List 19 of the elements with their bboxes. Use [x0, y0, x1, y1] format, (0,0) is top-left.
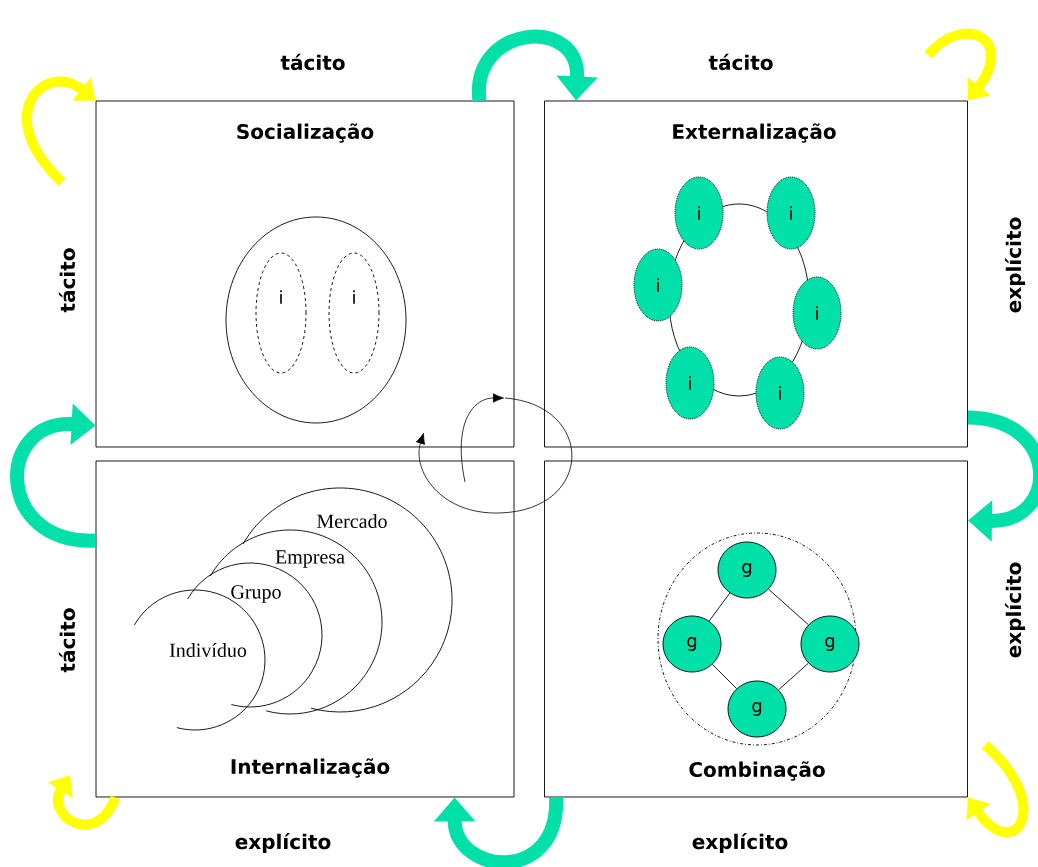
arc-label: Mercado: [317, 513, 387, 528]
connector-line: [768, 588, 809, 626]
axis-label: explícito: [1004, 217, 1026, 313]
arc-label: Grupo: [231, 585, 281, 603]
axis-label: explícito: [692, 832, 788, 854]
axis-label: explícito: [1004, 562, 1026, 658]
axis-label: tácito: [58, 248, 76, 313]
axis-label: tácito: [708, 53, 773, 71]
arc-label: Indivíduo: [169, 642, 247, 658]
axis-label: tácito: [280, 53, 345, 71]
connector-line: [712, 664, 737, 689]
arc-label: Empresa: [275, 550, 345, 568]
connector-line: [778, 662, 809, 691]
curved-arrow: [10, 403, 96, 548]
connector-line: [708, 592, 731, 622]
axis-label: tácito: [58, 608, 76, 673]
axis-label: explícito: [235, 832, 331, 854]
curved-arrow: [967, 410, 1038, 542]
curved-arrow: [966, 741, 1029, 837]
